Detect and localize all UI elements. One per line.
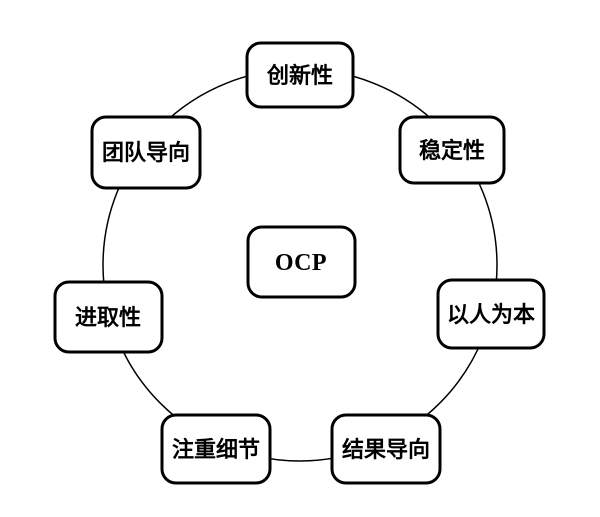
node-label: 稳定性: [419, 138, 485, 163]
center-node-label: OCP: [275, 250, 327, 276]
diagram-node-top-right: 稳定性: [398, 115, 506, 185]
diagram-node-right: 以人为本: [436, 278, 546, 350]
diagram-node-bottom-left: 注重细节: [160, 413, 272, 485]
node-label: 注重细节: [172, 437, 260, 462]
node-box: [398, 115, 506, 185]
node-label: 创新性: [266, 63, 333, 88]
node-box: [90, 115, 202, 190]
node-label: 以人为本: [447, 302, 535, 327]
diagram-center-node: OCP: [246, 225, 357, 299]
node-label: 团队导向: [102, 140, 190, 165]
diagram-node-bottom-right: 结果导向: [330, 413, 442, 485]
center-node-box: [246, 225, 357, 299]
node-box: [53, 280, 164, 354]
node-label: 进取性: [75, 305, 141, 330]
diagram-node-top-left: 团队导向: [90, 115, 202, 190]
node-box: [245, 41, 355, 109]
node-box: [436, 278, 546, 350]
node-box: [330, 413, 442, 485]
node-box: [160, 413, 272, 485]
diagram-node-left: 进取性: [53, 280, 164, 354]
node-label: 结果导向: [342, 437, 430, 462]
diagram-node-top: 创新性: [245, 41, 355, 109]
